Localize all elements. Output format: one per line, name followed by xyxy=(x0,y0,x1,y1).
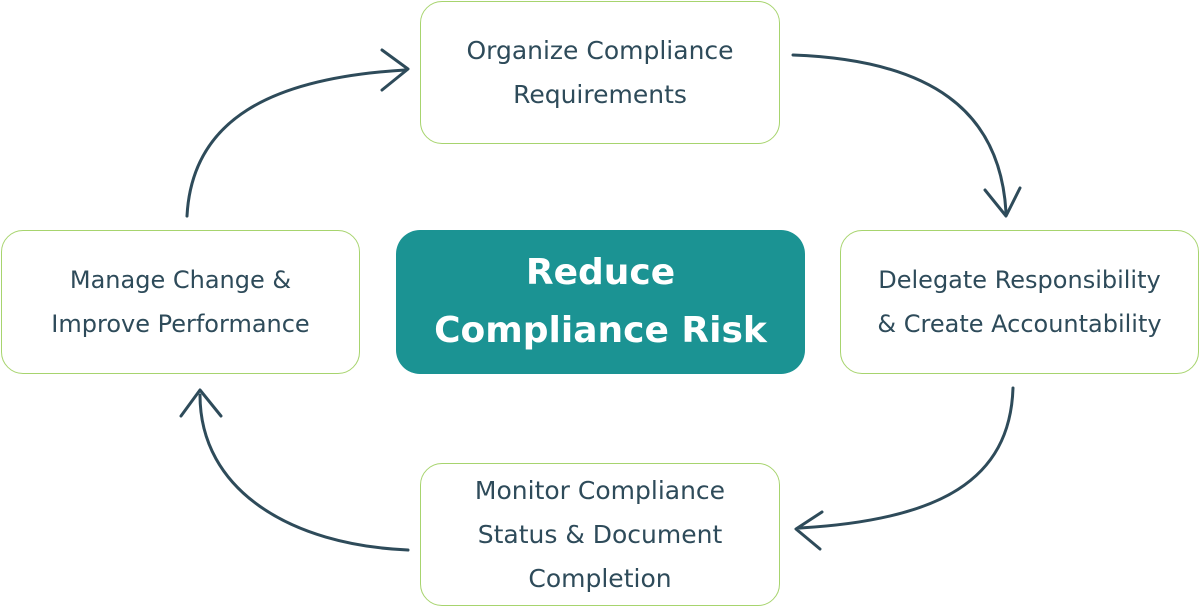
arrow-manage-to-organize-line xyxy=(185,68,407,218)
step-organize-line2: Requirements xyxy=(513,79,687,109)
arrow-delegate-to-monitor-head xyxy=(794,510,824,551)
center-goal-line1: Reduce xyxy=(525,252,676,293)
step-delegate-line2: & Create Accountability xyxy=(877,310,1162,338)
arrow-organize-to-delegate-head xyxy=(983,186,1022,218)
arrow-organize-to-delegate-line xyxy=(791,53,1008,214)
step-monitor-compliance-status: Monitor Compliance Status & Document Com… xyxy=(420,463,780,606)
arrow-organize-to-delegate xyxy=(791,53,1022,218)
arrow-monitor-to-manage xyxy=(179,388,410,552)
step-delegate-responsibility: Delegate Responsibility & Create Account… xyxy=(840,230,1199,374)
center-goal-line2: Compliance Risk xyxy=(434,310,767,351)
step-organize-line1: Organize Compliance xyxy=(466,35,734,65)
arrow-delegate-to-monitor xyxy=(794,386,1015,551)
center-goal-reduce-compliance-risk: Reduce Compliance Risk xyxy=(396,230,805,374)
arrow-manage-to-organize xyxy=(185,48,410,218)
step-manage-change: Manage Change & Improve Performance xyxy=(1,230,360,374)
step-manage-line1: Manage Change & xyxy=(69,266,292,294)
arrow-monitor-to-manage-head xyxy=(179,388,223,418)
step-monitor-line2: Status & Document xyxy=(477,519,723,549)
arrow-monitor-to-manage-line xyxy=(198,393,410,552)
arrow-delegate-to-monitor-line xyxy=(798,386,1015,530)
step-monitor-line1: Monitor Compliance xyxy=(474,475,726,505)
step-monitor-line3: Completion xyxy=(528,563,672,593)
step-delegate-line1: Delegate Responsibility xyxy=(878,266,1161,294)
step-manage-line2: Improve Performance xyxy=(51,310,310,338)
step-organize-compliance-requirements: Organize Compliance Requirements xyxy=(420,1,780,144)
arrow-manage-to-organize-head xyxy=(380,48,410,92)
